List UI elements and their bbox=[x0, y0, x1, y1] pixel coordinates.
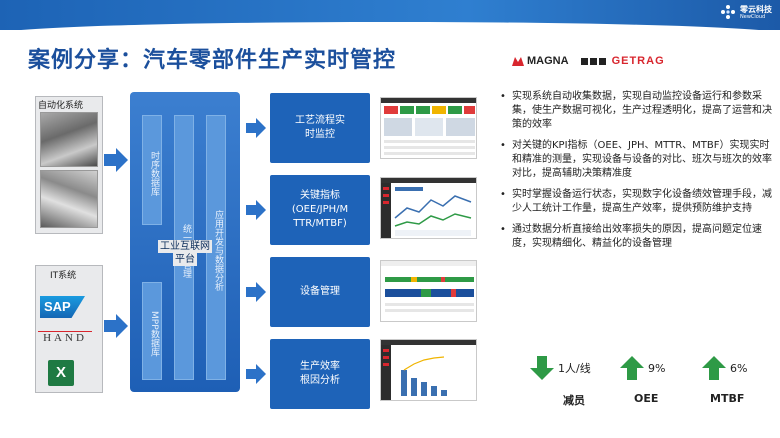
function-2-line1: 关键指标 bbox=[300, 190, 340, 201]
partner-logos: MAGNA GETRAG bbox=[512, 55, 665, 67]
screenshot-kpi-dashboard bbox=[380, 177, 477, 239]
arrow-down-icon bbox=[530, 356, 554, 380]
chevron-to-function-3 bbox=[246, 282, 266, 302]
platform-label-line2: 平台 bbox=[173, 253, 197, 266]
function-1-line1: 工艺流程实 bbox=[295, 115, 345, 126]
banner-swoosh bbox=[0, 22, 780, 34]
function-2-line3: TTR/MTBF) bbox=[293, 218, 347, 229]
magna-text: MAGNA bbox=[527, 55, 569, 67]
metric-mtbf-label: MTBF bbox=[710, 392, 745, 405]
metric-headcount-label: 减员 bbox=[563, 394, 585, 407]
benefit-list: 实现系统自动收集数据，实现自动监控设备运行和参数采集，使生产数据可视化，生产过程… bbox=[500, 90, 772, 258]
getrag-logo: GETRAG bbox=[580, 55, 665, 67]
metric-mtbf-value: 6% bbox=[730, 361, 748, 375]
company-logo-icon bbox=[721, 5, 735, 19]
chevron-to-function-1 bbox=[246, 118, 266, 138]
metric-oee: 9% bbox=[620, 356, 665, 380]
arrow-up-icon bbox=[620, 356, 644, 380]
function-kpi: 关键指标 (OEE/JPH/M TTR/MTBF) bbox=[270, 175, 370, 245]
chevron-to-function-2 bbox=[246, 200, 266, 220]
getrag-text: GETRAG bbox=[611, 55, 665, 67]
sap-text: SAP bbox=[44, 299, 71, 314]
platform-label: 工业互联网 平台 bbox=[133, 240, 237, 266]
excel-icon: X bbox=[48, 360, 74, 386]
function-2-line2: (OEE/JPH/M bbox=[291, 204, 349, 215]
metric-mtbf: 6% bbox=[702, 356, 747, 380]
metric-headcount-value: 1人/线 bbox=[558, 362, 591, 375]
function-1-line2: 时监控 bbox=[305, 129, 335, 140]
metric-oee-label: OEE bbox=[634, 392, 659, 405]
machine-photo-1 bbox=[40, 112, 98, 167]
arrow-automation-to-platform bbox=[104, 148, 128, 172]
chevron-to-function-4 bbox=[246, 364, 266, 384]
screenshot-process-dashboard bbox=[380, 97, 477, 159]
screenshot-root-cause-chart bbox=[380, 339, 477, 401]
automation-label: 自动化系统 bbox=[38, 101, 84, 111]
metric-oee-value: 9% bbox=[648, 361, 666, 375]
platform-bar-timeseries-db: 时序数据库 bbox=[142, 115, 162, 225]
function-4-line1: 生产效率 bbox=[300, 361, 340, 372]
function-4-line2: 根因分析 bbox=[300, 375, 340, 386]
benefit-item: 对关键的KPI指标（OEE、JPH、MTTR、MTBF）实现实时和精准的测量，实… bbox=[500, 139, 772, 181]
arrow-it-to-platform bbox=[104, 314, 128, 338]
benefit-item: 通过数据分析直接给出效率损失的原因，提高问题定位速度，实现精细化、精益化的设备管… bbox=[500, 223, 772, 251]
arrow-up-icon bbox=[702, 356, 726, 380]
benefit-item: 实时掌握设备运行状态，实现数字化设备绩效管理手段，减少人工统计工作量，提高生产效… bbox=[500, 188, 772, 216]
function-process-monitoring: 工艺流程实时监控 bbox=[270, 93, 370, 163]
function-equipment-management: 设备管理 bbox=[270, 257, 370, 327]
hand-text: HAND bbox=[43, 332, 87, 344]
metric-headcount: 1人/线 bbox=[530, 356, 591, 380]
company-brand: 零云科技 NewCloud bbox=[720, 4, 772, 20]
magna-mark-icon bbox=[512, 56, 524, 66]
brand-sub: NewCloud bbox=[740, 13, 766, 20]
excel-text: X bbox=[55, 364, 66, 381]
benefit-item: 实现系统自动收集数据，实现自动监控设备运行和参数采集，使生产数据可视化，生产过程… bbox=[500, 90, 772, 132]
top-banner: 零云科技 NewCloud bbox=[0, 0, 780, 34]
magna-logo: MAGNA bbox=[512, 55, 569, 67]
hand-logo: HAND bbox=[38, 331, 92, 345]
function-root-cause-analysis: 生产效率根因分析 bbox=[270, 339, 370, 409]
sap-logo: SAP bbox=[40, 296, 85, 318]
brand-name: 零云科技 bbox=[740, 4, 772, 14]
it-label: IT系统 bbox=[50, 271, 77, 281]
machine-photo-2 bbox=[40, 170, 98, 228]
function-3-line1: 设备管理 bbox=[300, 286, 340, 297]
platform-label-line1: 工业互联网 bbox=[158, 240, 212, 253]
platform-bar-mpp-db: MPP数据库 bbox=[142, 282, 162, 380]
getrag-bars-icon bbox=[580, 57, 606, 65]
page-title: 案例分享：汽车零部件生产实时管控 bbox=[28, 48, 397, 73]
screenshot-equipment-timeline bbox=[380, 260, 477, 322]
